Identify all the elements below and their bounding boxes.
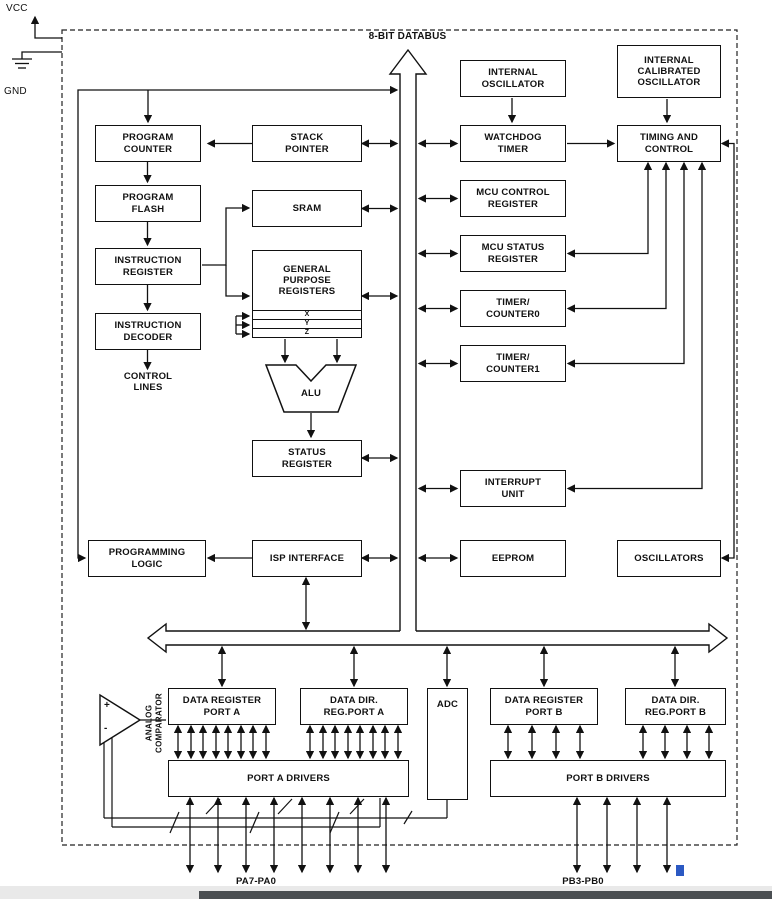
block-watchdog-timer: WATCHDOG TIMER: [460, 125, 566, 162]
power-symbols: [12, 15, 62, 69]
block-stack-pointer: STACK POINTER: [252, 125, 362, 162]
block-data-register-port-a: DATA REGISTER PORT A: [168, 688, 276, 725]
gpr-row-z: Z: [253, 328, 361, 337]
block-timer-counter1: TIMER/ COUNTER1: [460, 345, 566, 382]
signal-wires: [77, 85, 735, 874]
block-instruction-register: INSTRUCTION REGISTER: [95, 248, 201, 285]
block-status-register: STATUS REGISTER: [252, 440, 362, 477]
block-timing-and-control: TIMING AND CONTROL: [617, 125, 721, 162]
block-adc: ADC: [427, 688, 468, 800]
analog-comparator-triangle: [99, 693, 142, 747]
block-internal-oscillator: INTERNAL OSCILLATOR: [460, 60, 566, 97]
block-port-a-drivers: PORT A DRIVERS: [168, 760, 409, 797]
block-instruction-decoder: INSTRUCTION DECODER: [95, 313, 201, 350]
block-data-dir-reg-port-a: DATA DIR. REG.PORT A: [300, 688, 408, 725]
vcc-label: VCC: [6, 3, 28, 14]
block-port-b-drivers: PORT B DRIVERS: [490, 760, 726, 797]
block-general-purpose-registers: GENERAL PURPOSE REGISTERS X Y Z: [252, 250, 362, 338]
databus-label: 8-BIT DATABUS: [368, 31, 447, 42]
block-sram: SRAM: [252, 190, 362, 227]
block-isp-interface: ISP INTERFACE: [252, 540, 362, 577]
vertical-databus-arrow: [388, 48, 428, 631]
gpr-label: GENERAL PURPOSE REGISTERS: [278, 263, 336, 298]
page-edge-dark-strip: [199, 891, 772, 899]
block-mcu-status-register: MCU STATUS REGISTER: [460, 235, 566, 272]
block-mcu-control-register: MCU CONTROL REGISTER: [460, 180, 566, 217]
vertical-databus-fill: [390, 50, 426, 633]
block-eeprom: EEPROM: [460, 540, 566, 577]
gpr-row-y: Y: [253, 319, 361, 328]
block-programming-logic: PROGRAMMING LOGIC: [88, 540, 206, 577]
comparator-plus-sign: +: [104, 700, 110, 711]
block-internal-calibrated-oscillator: INTERNAL CALIBRATED OSCILLATOR: [617, 45, 721, 98]
blue-artifact: [676, 865, 684, 876]
analog-routing: [103, 738, 448, 834]
comparator-minus-sign: -: [104, 723, 108, 734]
control-lines-label: CONTROL LINES: [123, 371, 173, 394]
block-interrupt-unit: INTERRUPT UNIT: [460, 470, 566, 507]
horizontal-databus-arrow: [146, 622, 729, 654]
alu-shape: [264, 364, 358, 413]
block-program-counter: PROGRAM COUNTER: [95, 125, 201, 162]
block-data-dir-reg-port-b: DATA DIR. REG.PORT B: [625, 688, 726, 725]
gpr-row-x: X: [253, 310, 361, 319]
block-program-flash: PROGRAM FLASH: [95, 185, 201, 222]
block-timer-counter0: TIMER/ COUNTER0: [460, 290, 566, 327]
alu-label: ALU: [300, 388, 322, 399]
port-b-pins-label: PB3-PB0: [562, 876, 604, 887]
block-data-register-port-b: DATA REGISTER PORT B: [490, 688, 598, 725]
device-boundary: [61, 29, 738, 846]
port-a-pins-label: PA7-PA0: [235, 876, 277, 887]
gnd-label: GND: [4, 86, 27, 97]
block-oscillators: OSCILLATORS: [617, 540, 721, 577]
